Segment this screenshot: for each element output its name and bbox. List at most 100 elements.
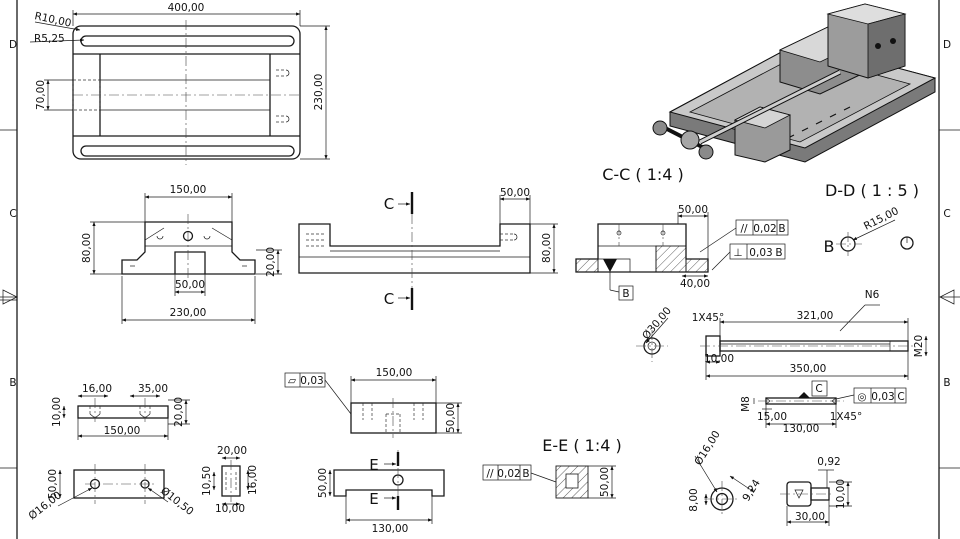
section-cc-dimensions xyxy=(677,212,789,278)
section-ee-view xyxy=(482,464,616,499)
dim-screw-chamfer: 1X45° xyxy=(692,312,724,324)
parallelism-datum: B xyxy=(778,223,785,235)
vise-isometric-view xyxy=(652,3,937,163)
front-view-dimensions xyxy=(90,193,282,324)
dim-jaw-top-height: 50,00 xyxy=(317,468,329,498)
side-view-dimensions xyxy=(499,195,558,274)
section-dd-title: D-D ( 1 : 5 ) xyxy=(825,181,919,200)
dim-slot-radius: R5,25 xyxy=(34,33,65,45)
dim-pin-chamfer: 1X45° xyxy=(830,411,862,423)
dim-base-height: 80,00 xyxy=(81,233,93,263)
flatness-value: 0,03 xyxy=(300,375,323,387)
flatness-symbol: ▱ xyxy=(288,375,297,387)
dim-corner-radius: R10,00 xyxy=(33,10,72,30)
dim-screw-thread: M20 xyxy=(913,335,925,357)
dim-screw-head-dia: Ø30,00 xyxy=(640,305,674,342)
concentricity-symbol: ◎ xyxy=(857,391,866,403)
parallelism-symbol: // xyxy=(740,223,748,235)
dim-plate-hole-small: Ø10,50 xyxy=(158,485,196,518)
plate-part-view xyxy=(57,464,169,507)
dim-foot-height: 20,00 xyxy=(265,247,277,277)
dim-screw-thread-length: 321,00 xyxy=(797,310,834,322)
dim-strip-height: 20,00 xyxy=(173,397,185,427)
ee-parallelism-symbol: // xyxy=(486,468,494,480)
section-cut-label-top: C xyxy=(384,195,394,213)
dim-plate-height: 50,00 xyxy=(47,469,59,499)
section-ee-title: E-E ( 1:4 ) xyxy=(542,436,621,455)
dim-dd-radius: R15,00 xyxy=(862,205,901,233)
dim-nut-dia: Ø16,00 xyxy=(692,429,722,468)
dim-center-width: 70,00 xyxy=(35,80,47,110)
base-front-view xyxy=(121,214,256,280)
zone-label-right-b: B xyxy=(943,377,950,389)
strip-part-view xyxy=(77,398,169,422)
section-cut-label-bottom: C xyxy=(384,290,394,308)
base-top-view xyxy=(72,20,301,165)
dim-cap-screw-length: 30,00 xyxy=(795,511,825,523)
dim-screw-head-length: 10,00 xyxy=(704,353,734,365)
dim-block-width: 20,00 xyxy=(217,445,247,457)
zone-label-left-c: C xyxy=(9,208,16,220)
perpendicularity-value: 0,03 xyxy=(749,247,772,259)
dim-pin-end: 15,00 xyxy=(757,411,787,423)
dim-side-jaw-width: 50,00 xyxy=(500,187,530,199)
dim-screw-total-length: 350,00 xyxy=(790,363,827,375)
ee-parallelism-datum: B xyxy=(522,468,529,480)
dim-side-height: 80,00 xyxy=(541,233,553,263)
concentricity-datum: C xyxy=(897,391,904,403)
perpendicularity-symbol: ⊥ xyxy=(733,247,742,259)
dim-ee-height: 50,00 xyxy=(599,467,611,497)
dim-jaw-height: 50,00 xyxy=(445,403,457,433)
dim-jaw-length: 150,00 xyxy=(376,367,413,379)
pin-view xyxy=(758,380,907,405)
dim-pin-thread: M8 xyxy=(740,396,752,412)
surface-finish-n6: N6 xyxy=(865,289,880,301)
lead-screw-dimensions xyxy=(645,304,928,380)
jaw-part-view xyxy=(284,372,462,438)
cap-screw-view xyxy=(780,469,852,526)
dim-block-thickness: 10,00 xyxy=(215,503,245,515)
dim-nut-across: 9,24 xyxy=(740,477,763,503)
dim-overall-length: 400,00 xyxy=(168,2,205,14)
base-side-view xyxy=(298,192,531,310)
ee-parallelism-value: 0,02 xyxy=(497,468,520,480)
section-e-label-top: E xyxy=(369,456,378,474)
dim-strip-length: 150,00 xyxy=(104,425,141,437)
jaw-top-view xyxy=(328,450,445,524)
small-block-view xyxy=(212,456,250,506)
dim-strip-hole2: 35,00 xyxy=(138,383,168,395)
concentricity-value: 0,03 xyxy=(871,391,894,403)
nut-view xyxy=(694,455,755,517)
zone-label-left-b: B xyxy=(9,377,16,389)
pin-datum-c: C xyxy=(815,383,822,395)
dim-cc-jaw: 50,00 xyxy=(678,204,708,216)
dim-jaw-top-length: 130,00 xyxy=(372,523,409,535)
section-cc-title: C-C ( 1:4 ) xyxy=(602,165,684,184)
strip-part-dimensions xyxy=(62,394,190,440)
dim-pin-length: 130,00 xyxy=(783,423,820,435)
section-dd-view xyxy=(836,219,914,256)
dim-nut-thickness: 8,00 xyxy=(688,488,700,511)
perpendicularity-datum: B xyxy=(775,247,782,259)
dim-block-depth: 16,00 xyxy=(247,465,259,495)
dim-overall-width: 230,00 xyxy=(313,74,325,111)
zone-label-right-c: C xyxy=(943,208,950,220)
dim-strip-hole1: 16,00 xyxy=(82,383,112,395)
zone-label-right-d: D xyxy=(943,39,951,51)
dim-block-hole: 10,50 xyxy=(201,466,213,496)
dim-cap-screw-gap: 0,92 xyxy=(817,456,840,468)
dim-cc-step: 40,00 xyxy=(680,278,710,290)
top-view-dimensions xyxy=(29,10,330,160)
section-cc-view xyxy=(575,223,709,301)
dim-strip-thickness: 10,00 xyxy=(51,397,63,427)
section-dd-letter: B xyxy=(824,237,835,256)
dim-slot-width: 50,00 xyxy=(175,279,205,291)
zone-label-left-d: D xyxy=(9,39,17,51)
pin-dimensions xyxy=(753,398,837,428)
dim-jaw-width: 150,00 xyxy=(170,184,207,196)
dim-cap-screw-height: 10,00 xyxy=(835,479,847,509)
parallelism-value: 0,02 xyxy=(753,223,776,235)
dim-base-width: 230,00 xyxy=(170,307,207,319)
